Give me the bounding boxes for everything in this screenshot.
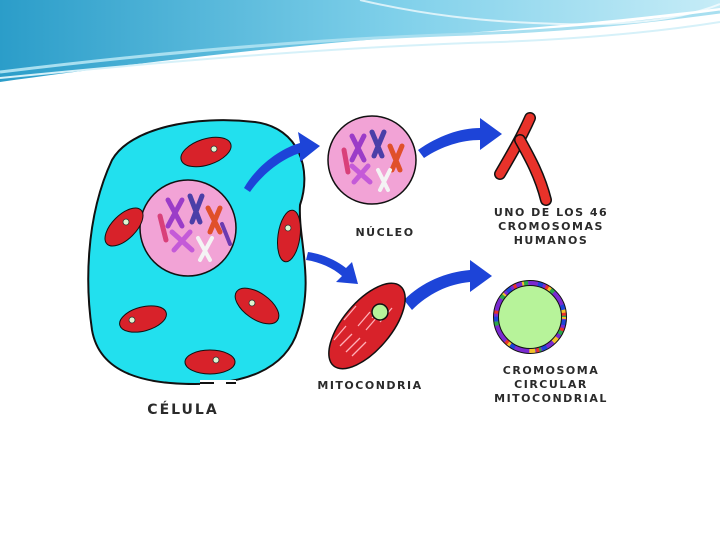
label-human-line-1: UNO DE LOS 46	[493, 206, 609, 219]
nucleus-chromosomes	[157, 193, 232, 262]
mitochondrial-dna-dot	[371, 303, 389, 321]
label-human-chromosome: UNO DE LOS 46 CROMOSOMAS HUMANOS	[466, 206, 636, 247]
mitochondria-dots	[122, 145, 292, 364]
enlarged-nucleus	[327, 115, 417, 205]
arrow-cell-to-nucleus	[244, 132, 320, 192]
cell-mitochondria	[104, 136, 301, 375]
circular-chromosome	[493, 280, 567, 354]
human-chromosome	[494, 112, 552, 206]
cell	[87, 119, 307, 386]
arrow-cell-to-mitochondrion	[306, 252, 358, 284]
label-celula: CÉLULA	[147, 402, 219, 418]
label-circular-line-3: MITOCONDRIAL	[494, 391, 608, 405]
label-circular-line-1: CROMOSOMA	[502, 364, 600, 377]
arrow-mitochondrion-to-circular	[404, 260, 492, 310]
enlarged-mitochondrion	[328, 282, 406, 370]
header-wave-decoration	[0, 0, 720, 82]
label-nucleo: NÚCLEO	[355, 226, 415, 239]
cell-nucleus	[139, 179, 237, 277]
label-human-line-3: HUMANOS	[513, 233, 589, 247]
label-circular-line-2: CIRCULAR	[514, 377, 588, 391]
arrow-nucleus-to-chromosome	[418, 118, 502, 158]
label-human-line-2: CROMOSOMAS	[498, 219, 604, 233]
label-circular-chromosome: CROMOSOMA CIRCULAR MITOCONDRIAL	[466, 364, 636, 405]
label-mitocondria: MITOCONDRIA	[317, 379, 423, 392]
